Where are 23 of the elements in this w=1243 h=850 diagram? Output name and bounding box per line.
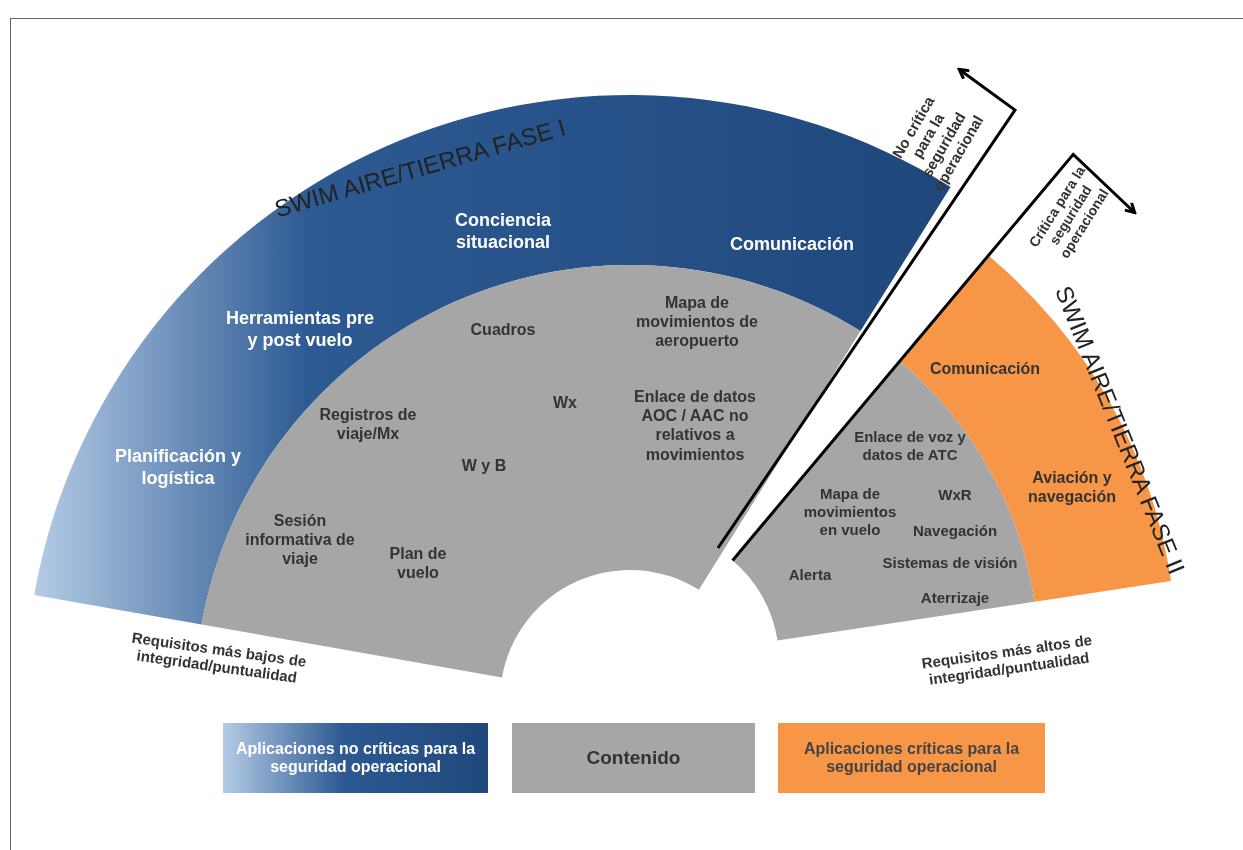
segment-label: Wx bbox=[552, 393, 578, 413]
segment-label: WxR bbox=[937, 486, 973, 504]
segment-label: Sesión informativa de viaje bbox=[245, 511, 355, 569]
segment-label: Sistemas de visión bbox=[881, 554, 1019, 572]
segment-label: Navegación bbox=[911, 522, 999, 540]
segment-label: Alerta bbox=[787, 566, 833, 584]
segment-label: Comunicación bbox=[729, 234, 855, 256]
segment-label: W y B bbox=[460, 456, 508, 476]
segment-label: Enlace de voz y datos de ATC bbox=[853, 428, 967, 464]
segment-label: Plan de vuelo bbox=[388, 543, 448, 583]
segment-label: Cuadros bbox=[469, 320, 537, 340]
segment-label: Enlace de datos AOC / AAC no relativos a movimientos bbox=[633, 386, 757, 464]
legend-label: Contenido bbox=[585, 747, 682, 769]
legend-label: Aplicaciones críticas para la seguridad operacional bbox=[802, 740, 1021, 776]
segment-label: Mapa de movimientos de aeropuerto bbox=[635, 293, 759, 351]
segment-label: Herramientas pre y post vuelo bbox=[225, 308, 375, 352]
segment-label: Planificación y logística bbox=[113, 446, 242, 490]
segment-label: Aterrizaje bbox=[919, 589, 991, 607]
segment-label: Mapa de movimientos en vuelo bbox=[802, 485, 898, 539]
segment-label: Conciencia situacional bbox=[454, 210, 552, 254]
segment-label: Registros de viaje/Mx bbox=[318, 404, 418, 444]
segment-label: Comunicación bbox=[928, 359, 1042, 379]
legend-label: Aplicaciones no críticas para la seguridad operacional bbox=[234, 740, 477, 776]
